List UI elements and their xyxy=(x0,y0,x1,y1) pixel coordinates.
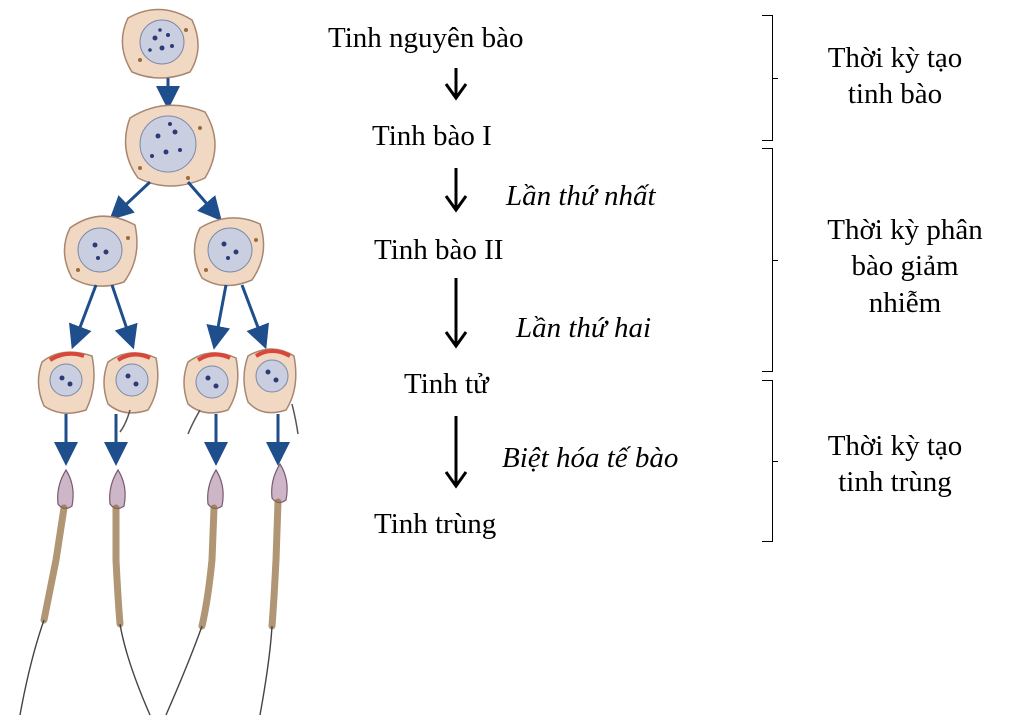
arrow-icon xyxy=(112,285,130,338)
arrow-icon xyxy=(188,182,214,212)
period-line: bào giảm xyxy=(800,248,1010,284)
stage-spermatogonium: Tinh nguyên bào xyxy=(328,24,524,53)
stage-primary-spermatocyte: Tinh bào I xyxy=(372,122,492,151)
period-line: Thời kỳ tạo xyxy=(800,428,990,464)
down-arrow-icon xyxy=(443,66,469,106)
spermatozoon xyxy=(110,470,150,715)
period-line: Thời kỳ phân xyxy=(800,212,1010,248)
bracket-spermatocyte-formation xyxy=(762,15,773,141)
arrow-icon xyxy=(242,285,262,338)
transition-second-division: Lần thứ hai xyxy=(516,314,651,343)
period-spermatocyte-formation: Thời kỳ tạo tinh bào xyxy=(800,40,990,113)
spermatozoon xyxy=(20,470,73,715)
period-line: nhiễm xyxy=(800,285,1010,321)
spermatozoon xyxy=(166,470,223,715)
bracket-meiosis xyxy=(762,148,773,372)
period-meiosis: Thời kỳ phân bào giảm nhiễm xyxy=(800,212,1010,321)
spermatid-cell xyxy=(244,349,298,434)
arrow-icon xyxy=(216,285,226,338)
stage-spermatozoon: Tinh trùng xyxy=(374,510,496,539)
spermatid-cell xyxy=(184,353,238,434)
period-spermatozoa-formation: Thời kỳ tạo tinh trùng xyxy=(800,428,990,501)
bracket-spermatozoa-formation xyxy=(762,380,773,542)
primary-spermatocyte-cell xyxy=(126,105,216,186)
down-arrow-icon xyxy=(443,276,469,352)
down-arrow-icon xyxy=(443,414,469,492)
period-line: tinh bào xyxy=(800,76,990,112)
spermatogonium-cell xyxy=(122,9,198,78)
secondary-spermatocyte-cell xyxy=(64,216,136,286)
secondary-spermatocyte-cell xyxy=(194,218,263,286)
down-arrow-icon xyxy=(443,166,469,216)
arrow-icon xyxy=(76,285,96,338)
stage-spermatid: Tinh tử xyxy=(404,370,489,399)
period-line: Thời kỳ tạo xyxy=(800,40,990,76)
transition-first-division: Lần thứ nhất xyxy=(506,182,656,211)
spermatogenesis-illustration xyxy=(0,0,320,718)
period-line: tinh trùng xyxy=(800,464,990,500)
spermatid-cell xyxy=(38,352,94,413)
arrow-icon xyxy=(118,182,150,212)
transition-differentiation: Biệt hóa tế bào xyxy=(502,444,678,473)
spermatid-cell xyxy=(104,353,158,432)
spermatozoon xyxy=(260,464,287,715)
stage-secondary-spermatocyte: Tinh bào II xyxy=(374,236,503,265)
